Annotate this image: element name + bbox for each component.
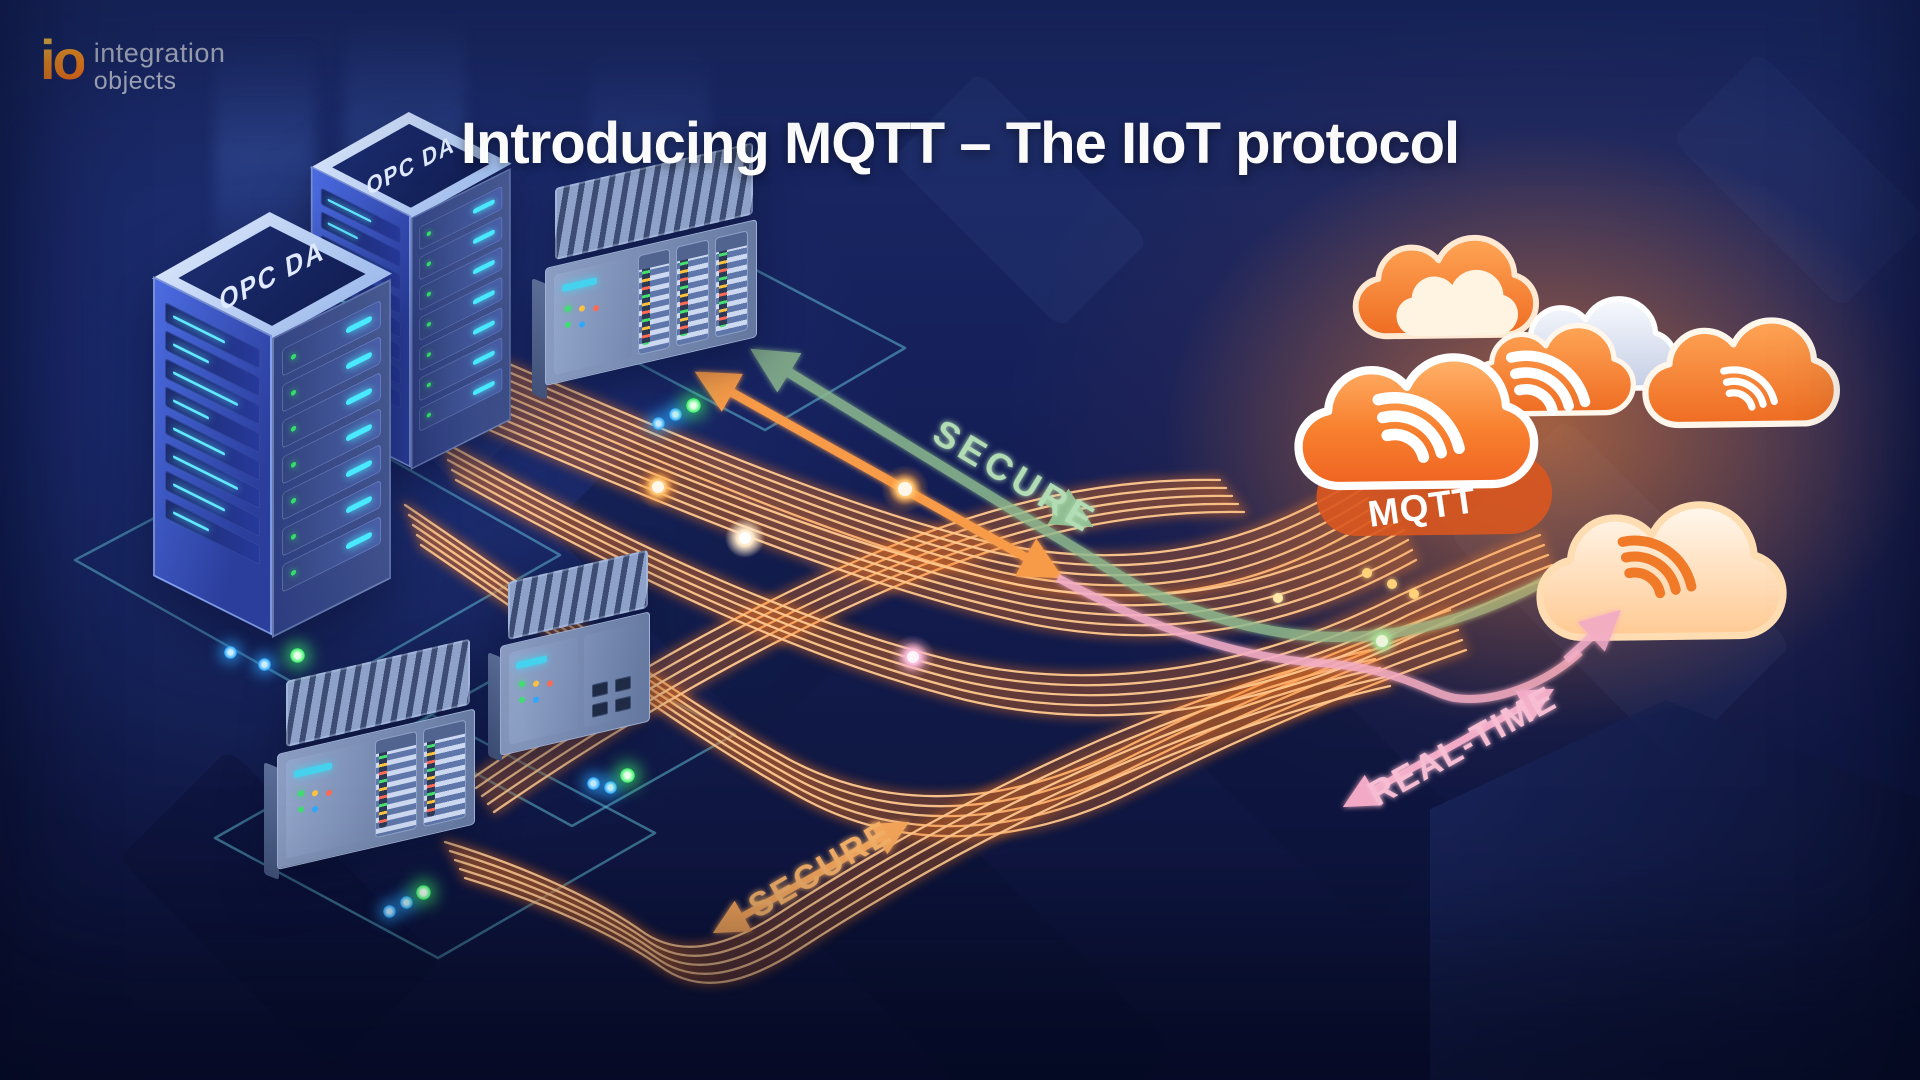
ethernet-port [614,675,631,693]
plc-io-module [676,239,710,347]
plc-controller-bottom [264,638,477,881]
logo-line2: objects [93,67,177,95]
plc-controller-middle [488,549,652,768]
status-led [258,658,271,671]
server-right-face [272,278,391,638]
plc-io-module [715,230,748,338]
plc-cpu-module [286,741,369,859]
status-led [400,896,413,909]
ethernet-port [591,681,608,698]
logo-line1: integration [93,38,226,68]
secure-arrow-orange [694,371,1064,579]
server-left-face [153,276,272,636]
status-led [416,885,431,900]
status-led [224,646,237,659]
plc-ethernet-ports [583,622,641,728]
logo-wordmark: integration objects [94,40,226,95]
plc-cpu-module [554,257,632,375]
status-led [620,768,635,783]
plc-controller-top [532,142,760,401]
realtime-arrow-tip [1563,609,1621,663]
page-title: Introducing MQTT – The IIoT protocol [460,111,1460,176]
integration-objects-logo: io integration objects [40,32,225,95]
plc-io-module [423,719,467,828]
status-led [652,417,665,430]
ethernet-port [591,701,608,718]
io-logo-icon: io [40,28,87,91]
status-led [383,905,396,918]
status-led [604,781,617,794]
status-led [669,408,682,421]
status-led [290,648,305,663]
status-led [686,398,701,413]
plc-cpu-module [509,637,578,745]
mqtt-cloud-cluster: MQTT [1165,130,1920,730]
server-right-face [410,168,511,470]
cloud-glow [1165,130,1920,730]
status-led [587,777,600,790]
plc-io-module [374,730,418,839]
ethernet-port [614,695,631,713]
plc-io-module [637,248,671,356]
